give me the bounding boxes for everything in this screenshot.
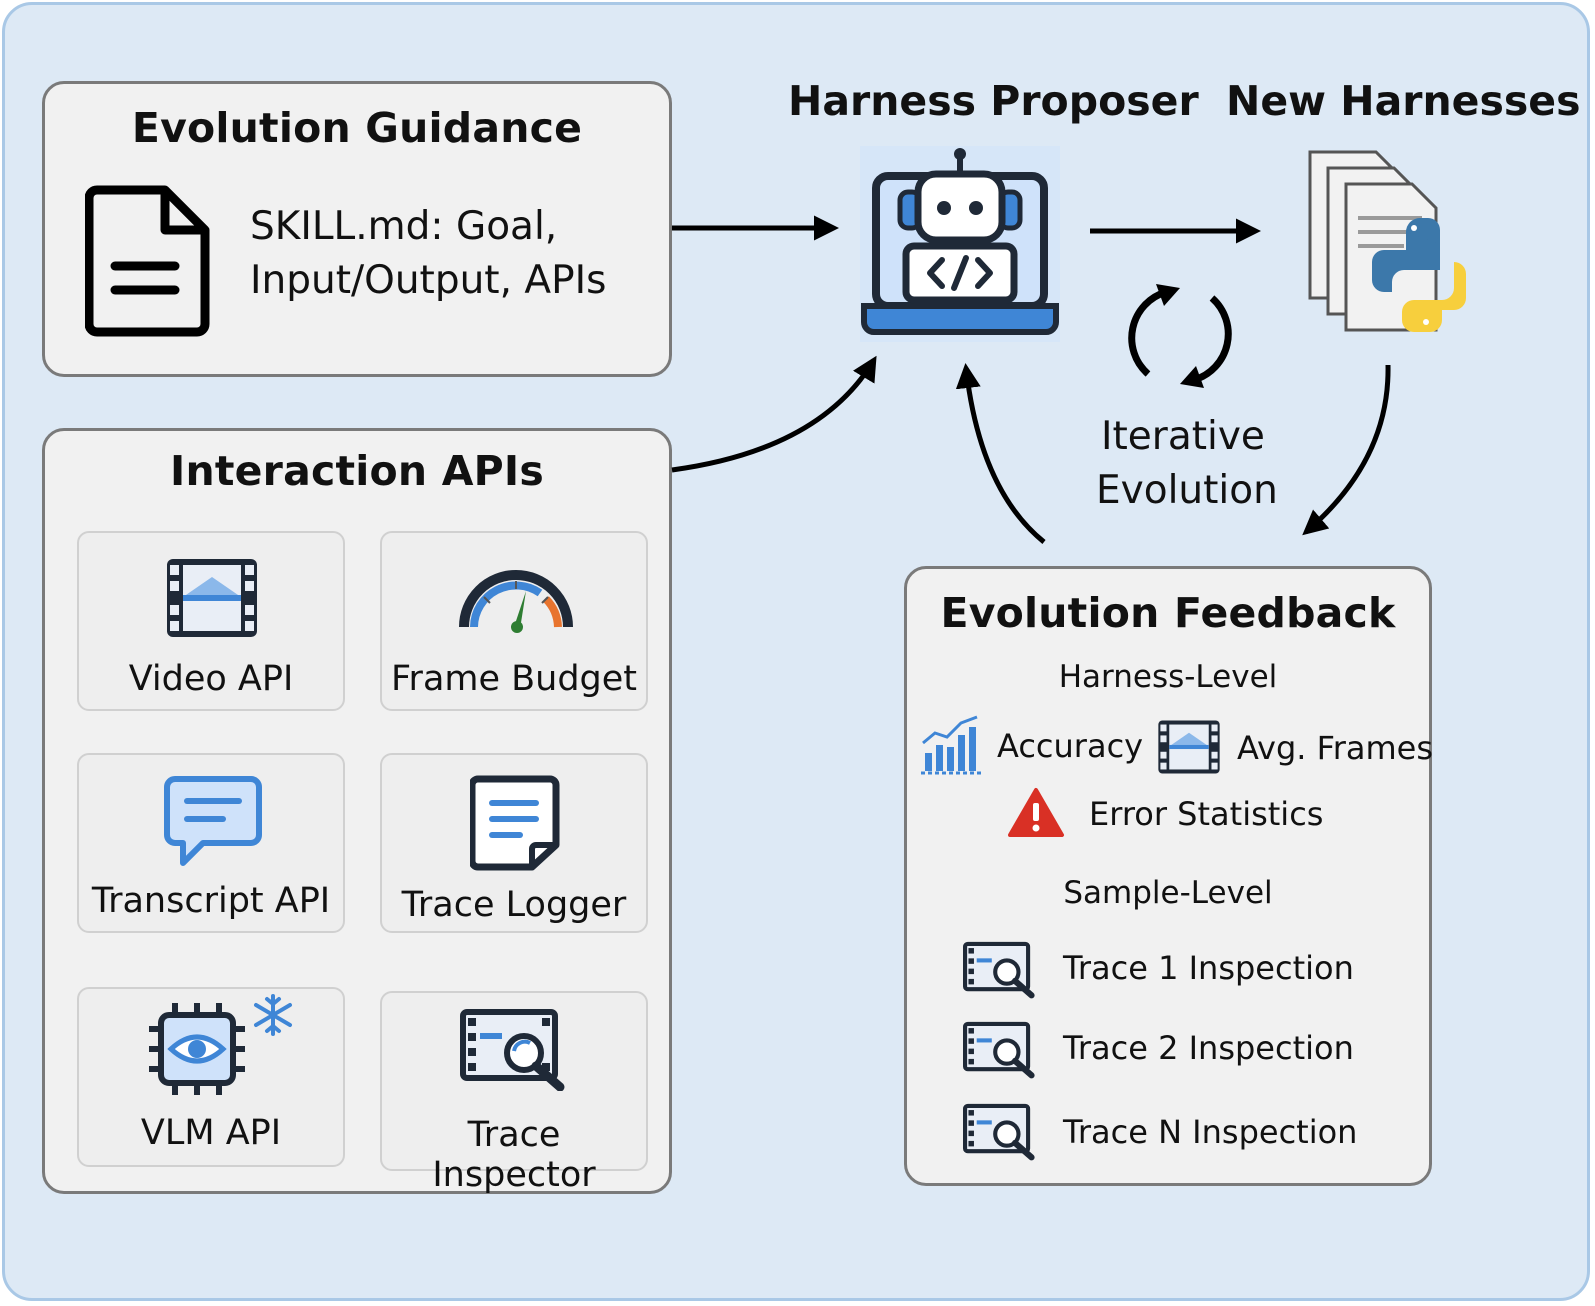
trace-1-inspect-icon [963,941,1035,999]
document-icon [85,185,210,337]
trace-n-inspect-icon [963,1103,1035,1161]
avg-frames-label: Avg. Frames [1237,729,1433,767]
arrow-harnesses-to-feedback [1302,364,1391,536]
vlm-api-card: VLM API [77,987,345,1167]
warning-icon [1008,788,1064,837]
trace-2-inspect-icon [963,1021,1035,1079]
snowflake-icon [254,994,292,1036]
arrow-apis-to-proposer [671,355,877,473]
iterative-evolution-line2: Evolution [1096,468,1278,513]
interaction-apis-panel: Interaction APIs Video API [42,428,672,1195]
evolution-feedback-panel: Evolution Feedback Harness-Level Accurac… [904,566,1433,1186]
evolution-guidance-panel: Evolution Guidance SKILL.md: Goal, Input… [42,81,672,377]
trace-logger-label: Trace Logger [401,885,627,925]
sample-level-label: Sample-Level [1063,875,1273,911]
vlm-api-label: VLM API [140,1113,282,1153]
trace-2-inspection-label: Trace 2 Inspection [1063,1029,1354,1067]
guidance-text-line2: Input/Output, APIs [250,258,607,303]
avg-frames-film-icon [1158,720,1220,774]
video-api-label: Video API [128,659,294,699]
guidance-text-line1: SKILL.md: Goal, [250,204,558,249]
accuracy-label: Accuracy [997,727,1144,765]
interaction-apis-title: Interaction APIs [170,447,544,495]
new-harnesses-title: New Harnesses [1226,77,1581,125]
error-statistics-label: Error Statistics [1089,795,1324,833]
iterative-evolution-line1: Iterative [1101,414,1265,459]
cycle-arrows-icon [1128,284,1232,388]
frame-budget-card: Frame Budget [380,531,648,711]
film-icon [167,559,257,637]
transcript-api-label: Transcript API [91,881,331,921]
python-files-icon [1308,150,1466,332]
harness-proposer-title: Harness Proposer [788,77,1199,125]
frame-budget-label: Frame Budget [390,659,638,699]
transcript-api-card: Transcript API [77,753,345,933]
trace-inspect-icon [460,1009,565,1091]
evolution-feedback-title: Evolution Feedback [940,589,1396,637]
video-api-card: Video API [77,531,345,711]
arrow-feedback-to-proposer [955,363,1046,544]
log-document-icon [470,775,560,871]
trace-logger-card: Trace Logger [380,753,648,933]
trace-1-inspection-label: Trace 1 Inspection [1063,949,1354,987]
accuracy-chart-icon [921,715,981,775]
harness-level-label: Harness-Level [1058,659,1278,695]
chip-eye-icon [149,1003,245,1095]
trace-inspector-card: Trace Inspector [380,991,648,1195]
chat-bubble-icon [164,776,262,866]
robot-laptop-icon [860,146,1060,342]
gauge-icon [459,570,573,633]
evolution-guidance-title: Evolution Guidance [131,104,583,152]
trace-n-inspection-label: Trace N Inspection [1063,1113,1358,1151]
trace-inspector-label: Trace Inspector [432,1115,596,1195]
